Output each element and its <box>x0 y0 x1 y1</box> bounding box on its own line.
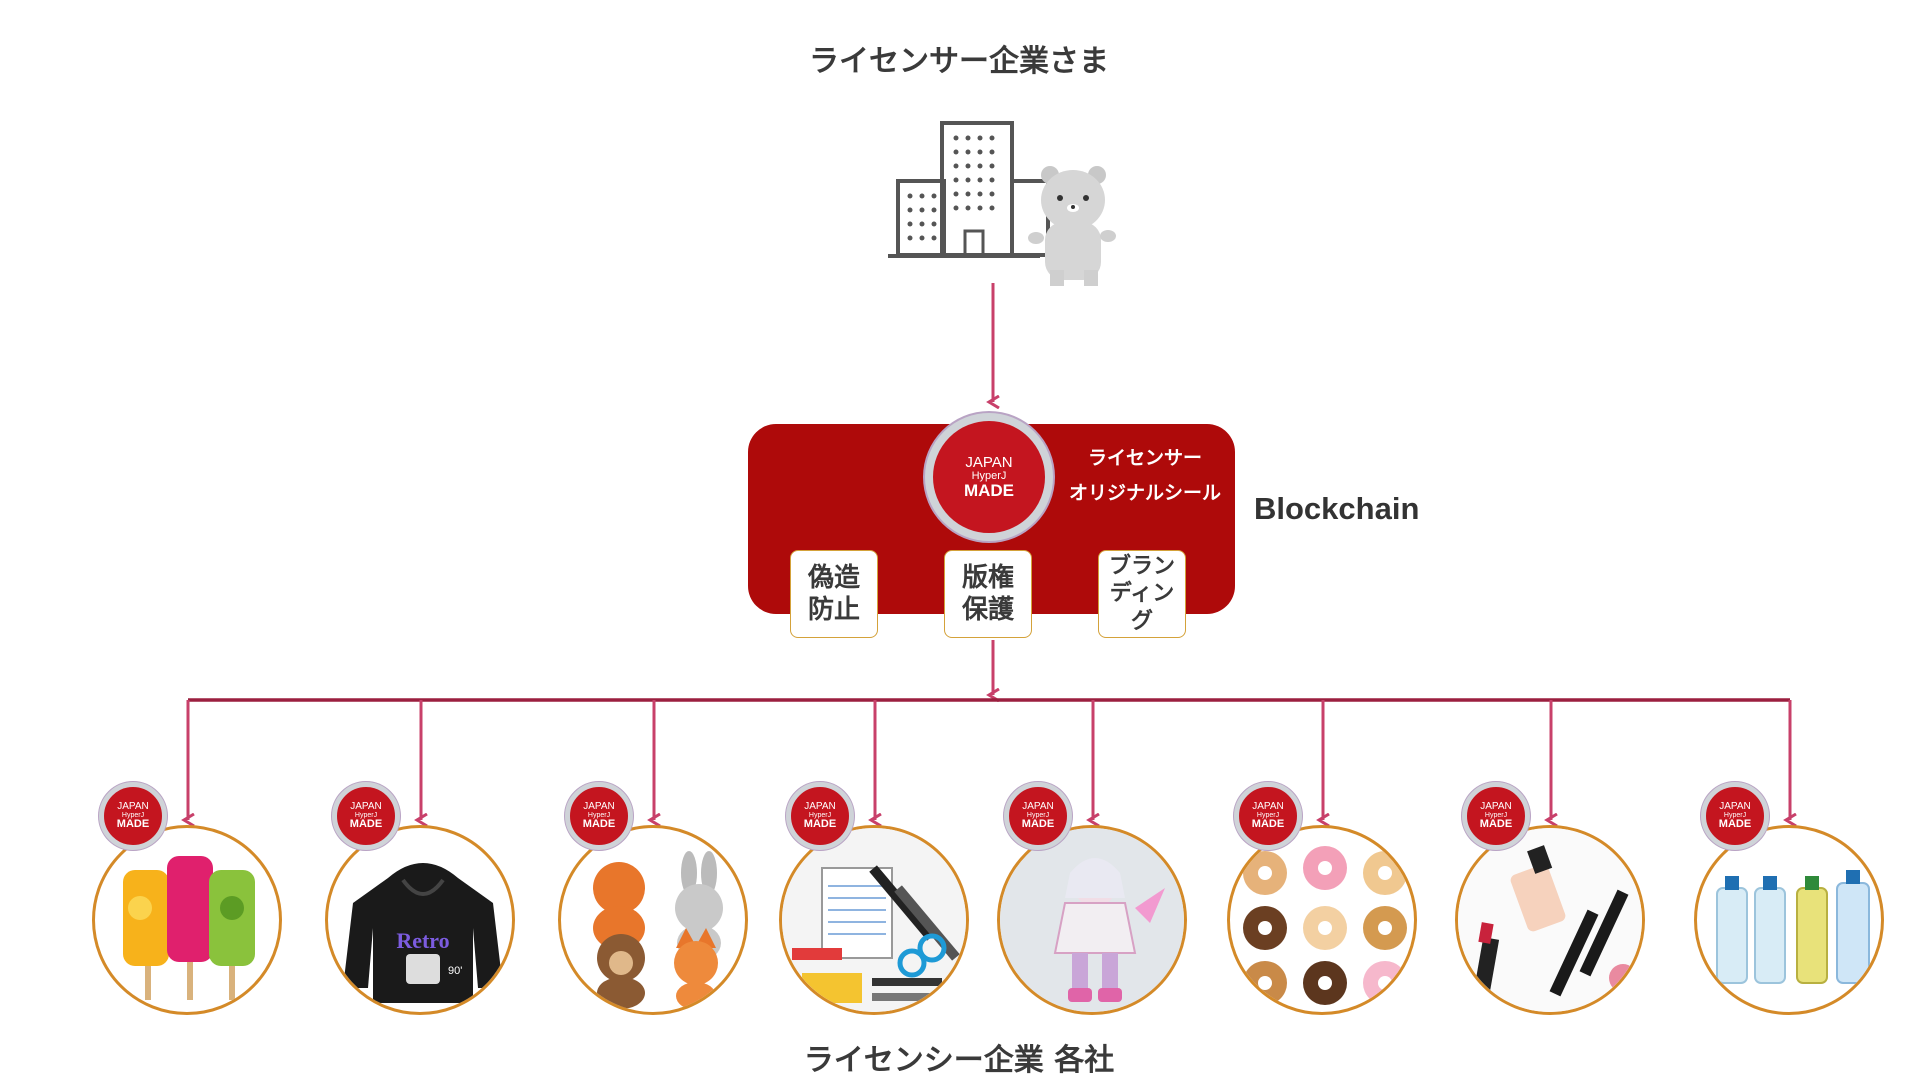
product-plush-toys <box>558 825 748 1015</box>
building-icon <box>888 121 1050 258</box>
seal-line3: MADE <box>1251 818 1285 831</box>
seal-line3: MADE <box>349 818 383 831</box>
seal-badge: JAPAN HyperJ MADE <box>332 782 400 850</box>
bottles-icon <box>1716 870 1870 984</box>
bear-mascot-icon <box>1028 166 1116 286</box>
hoodie-print-text: Retro <box>396 928 449 953</box>
figure-icon <box>1000 828 1184 1012</box>
seal-line1: JAPAN <box>1252 800 1284 812</box>
seal-badge: JAPAN HyperJ MADE <box>925 413 1053 541</box>
product-cosmetics <box>1455 825 1645 1015</box>
seal-badge: JAPAN HyperJ MADE <box>1462 782 1530 850</box>
seal-line3: MADE <box>1479 818 1513 831</box>
feature-branding: ブラン ディング <box>1098 550 1186 638</box>
product-popsicles <box>92 825 282 1015</box>
seal-line2: HyperJ <box>354 811 378 819</box>
seal-line2: HyperJ <box>587 811 611 819</box>
licensee-title: ライセンシー企業 各社 <box>803 1043 1115 1078</box>
seal-line2: HyperJ <box>971 469 1007 482</box>
donuts-icon <box>1243 846 1407 1005</box>
hoodie-icon: Retro 90' <box>343 863 503 1003</box>
seal-line3: MADE <box>116 818 150 831</box>
seal-line1: JAPAN <box>804 800 836 812</box>
seal-line2: HyperJ <box>1256 811 1280 819</box>
seal-line2: HyperJ <box>121 811 145 819</box>
product-figure <box>997 825 1187 1015</box>
product-stationery <box>779 825 969 1015</box>
seal-line1: JAPAN <box>965 453 1013 471</box>
panel-label-line2: オリジナルシール <box>1068 482 1221 504</box>
seal-badge: JAPAN HyperJ MADE <box>99 782 167 850</box>
panel-label-line1: ライセンサー <box>1087 447 1202 469</box>
blockchain-label: Blockchain <box>1254 491 1420 526</box>
seal-line3: MADE <box>582 818 616 831</box>
seal-line1: JAPAN <box>1480 800 1512 812</box>
plush-toys-icon <box>593 851 723 1010</box>
seal-line1: JAPAN <box>117 800 149 812</box>
seal-line3: MADE <box>1718 818 1752 831</box>
product-donuts <box>1227 825 1417 1015</box>
seal-line1: JAPAN <box>1022 800 1054 812</box>
licensor-title: ライセンサー企業さま <box>809 44 1109 79</box>
seal-line3: MADE <box>963 481 1015 501</box>
seal-line1: JAPAN <box>583 800 615 812</box>
seal-line1: JAPAN <box>350 800 382 812</box>
seal-line2: HyperJ <box>1026 811 1050 819</box>
seal-line2: HyperJ <box>1484 811 1508 819</box>
seal-badge: JAPAN HyperJ MADE <box>786 782 854 850</box>
feature-anti-counterfeit: 偽造 防止 <box>790 550 878 638</box>
stationery-icon <box>782 828 966 1012</box>
seal-line1: JAPAN <box>1719 800 1751 812</box>
hoodie-print-badge: 90' <box>448 965 462 977</box>
product-hoodie: Retro 90' <box>325 825 515 1015</box>
cosmetics-icon <box>1458 828 1642 1012</box>
product-bottles <box>1694 825 1884 1015</box>
seal-line3: MADE <box>803 818 837 831</box>
seal-line2: HyperJ <box>1723 811 1747 819</box>
seal-line2: HyperJ <box>808 811 832 819</box>
feature-copyright-protection: 版権 保護 <box>944 550 1032 638</box>
popsicles-icon <box>123 856 255 1000</box>
seal-line3: MADE <box>1021 818 1055 831</box>
seal-badge: JAPAN HyperJ MADE <box>1701 782 1769 850</box>
seal-badge: JAPAN HyperJ MADE <box>1234 782 1302 850</box>
seal-badge: JAPAN HyperJ MADE <box>1004 782 1072 850</box>
seal-badge: JAPAN HyperJ MADE <box>565 782 633 850</box>
